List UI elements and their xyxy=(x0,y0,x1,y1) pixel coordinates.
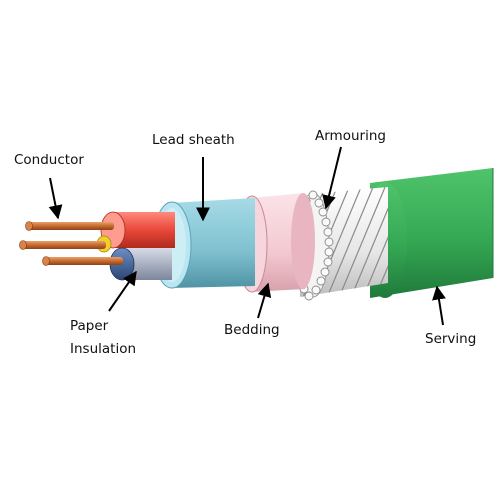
bedding-arrow xyxy=(257,282,272,319)
label-serving: Serving xyxy=(425,331,476,347)
conductor-middle xyxy=(19,240,106,250)
conductor-bottom xyxy=(42,256,123,266)
label-bedding: Bedding xyxy=(224,322,280,338)
label-lead-sheath: Lead sheath xyxy=(152,132,235,148)
conductor-top xyxy=(25,221,114,231)
conductors xyxy=(19,221,123,266)
serving-arrow xyxy=(432,285,446,326)
paper-insulation-arrow xyxy=(108,270,137,312)
label-paper: Paper xyxy=(70,318,109,334)
label-armouring: Armouring xyxy=(315,128,386,144)
armouring-arrow xyxy=(322,146,342,210)
core-red xyxy=(100,211,175,249)
conductor-arrow xyxy=(48,177,63,220)
label-conductor: Conductor xyxy=(14,152,84,168)
label-insulation: Insulation xyxy=(70,341,136,357)
